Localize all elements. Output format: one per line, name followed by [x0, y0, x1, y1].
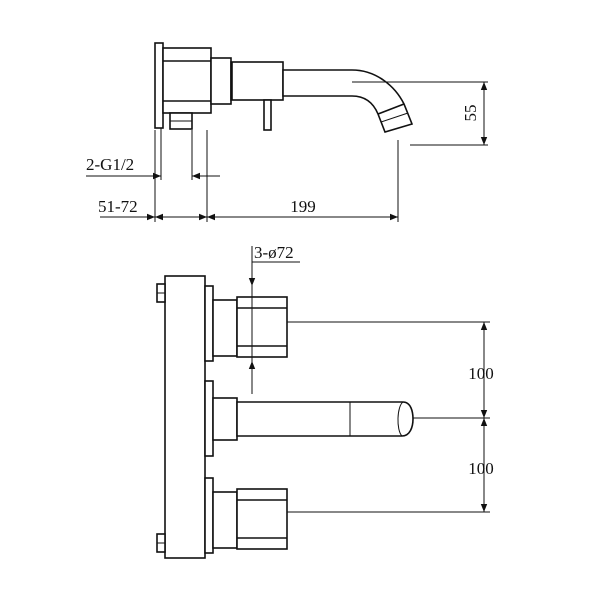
dim-inlet-thread: 2-G1/2: [86, 155, 134, 174]
side-view: 55 2-G1/2 51-72 199: [86, 42, 488, 222]
front-spout-arm: [236, 401, 414, 437]
dim-upper-spacing: 100: [468, 364, 494, 383]
side-handle-stem: [263, 99, 272, 131]
side-spout-hub: [210, 57, 232, 105]
dim-spout-drop: 55: [461, 105, 480, 122]
front-cover-plate-bottom: [204, 477, 214, 554]
side-curved-spout: [282, 69, 414, 133]
front-cover-plate-top: [204, 285, 214, 362]
front-handle-top-hub: [212, 299, 238, 357]
side-wall-plate: [154, 42, 164, 129]
front-view: 3-ø72 100 100: [156, 243, 494, 559]
dim-wall-depth: 51-72: [98, 197, 138, 216]
side-valve-body: [162, 47, 212, 114]
dim-spout-reach: 199: [290, 197, 316, 216]
front-handle-bottom-lever: [236, 488, 288, 550]
front-cover-plate-middle: [204, 380, 214, 457]
front-wall-plate: [164, 275, 206, 559]
side-spout-collar: [230, 61, 284, 101]
front-handle-top-lever: [236, 296, 288, 358]
dim-cover-plates: 3-ø72: [254, 243, 294, 262]
dim-lower-spacing: 100: [468, 459, 494, 478]
front-spout-hub: [212, 397, 238, 441]
front-handle-bottom-hub: [212, 491, 238, 549]
